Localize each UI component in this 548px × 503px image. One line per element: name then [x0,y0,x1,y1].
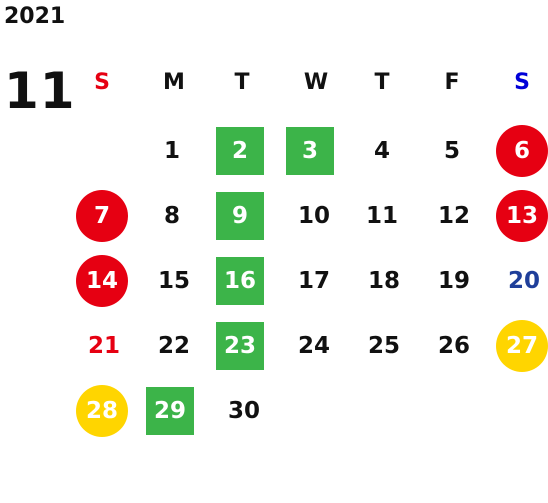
day-cell-10[interactable]: 10 [297,203,330,229]
day-cell-19[interactable]: 19 [437,268,470,294]
day-cell-26[interactable]: 26 [437,333,470,359]
day-cell-27[interactable]: 27 [496,320,548,372]
day-cell-23[interactable]: 23 [216,322,264,370]
day-cell-9[interactable]: 9 [216,192,264,240]
day-cell-29[interactable]: 29 [146,387,194,435]
day-cell-8[interactable]: 8 [163,203,180,229]
day-cell-4[interactable]: 4 [373,138,390,164]
day-cell-24[interactable]: 24 [297,333,330,359]
day-cell-18[interactable]: 18 [367,268,400,294]
day-cell-2[interactable]: 2 [216,127,264,175]
day-cell-1[interactable]: 1 [163,138,180,164]
weekday-header-monday: M [163,69,185,95]
day-cell-21[interactable]: 21 [87,333,120,359]
day-cell-7[interactable]: 7 [76,190,128,242]
day-cell-22[interactable]: 22 [157,333,190,359]
day-cell-15[interactable]: 15 [157,268,190,294]
weekday-header-saturday: S [514,69,530,95]
month-number: 11 [4,62,76,120]
day-cell-12[interactable]: 12 [437,203,470,229]
day-cell-13[interactable]: 13 [496,190,548,242]
day-cell-16[interactable]: 16 [216,257,264,305]
weekday-header-sunday: S [94,69,110,95]
weekday-header-wednesday: W [303,69,329,95]
year-label: 2021 [4,4,66,29]
day-cell-14[interactable]: 14 [76,255,128,307]
day-cell-3[interactable]: 3 [286,127,334,175]
weekday-header-thursday: T [374,69,390,95]
day-cell-11[interactable]: 11 [365,203,398,229]
day-cell-30[interactable]: 30 [227,398,260,424]
day-cell-5[interactable]: 5 [443,138,460,164]
day-cell-6[interactable]: 6 [496,125,548,177]
day-cell-20[interactable]: 20 [507,268,540,294]
weekday-header-friday: F [444,69,460,95]
day-cell-25[interactable]: 25 [367,333,400,359]
weekday-header-tuesday: T [234,69,250,95]
day-cell-28[interactable]: 28 [76,385,128,437]
day-cell-17[interactable]: 17 [297,268,330,294]
